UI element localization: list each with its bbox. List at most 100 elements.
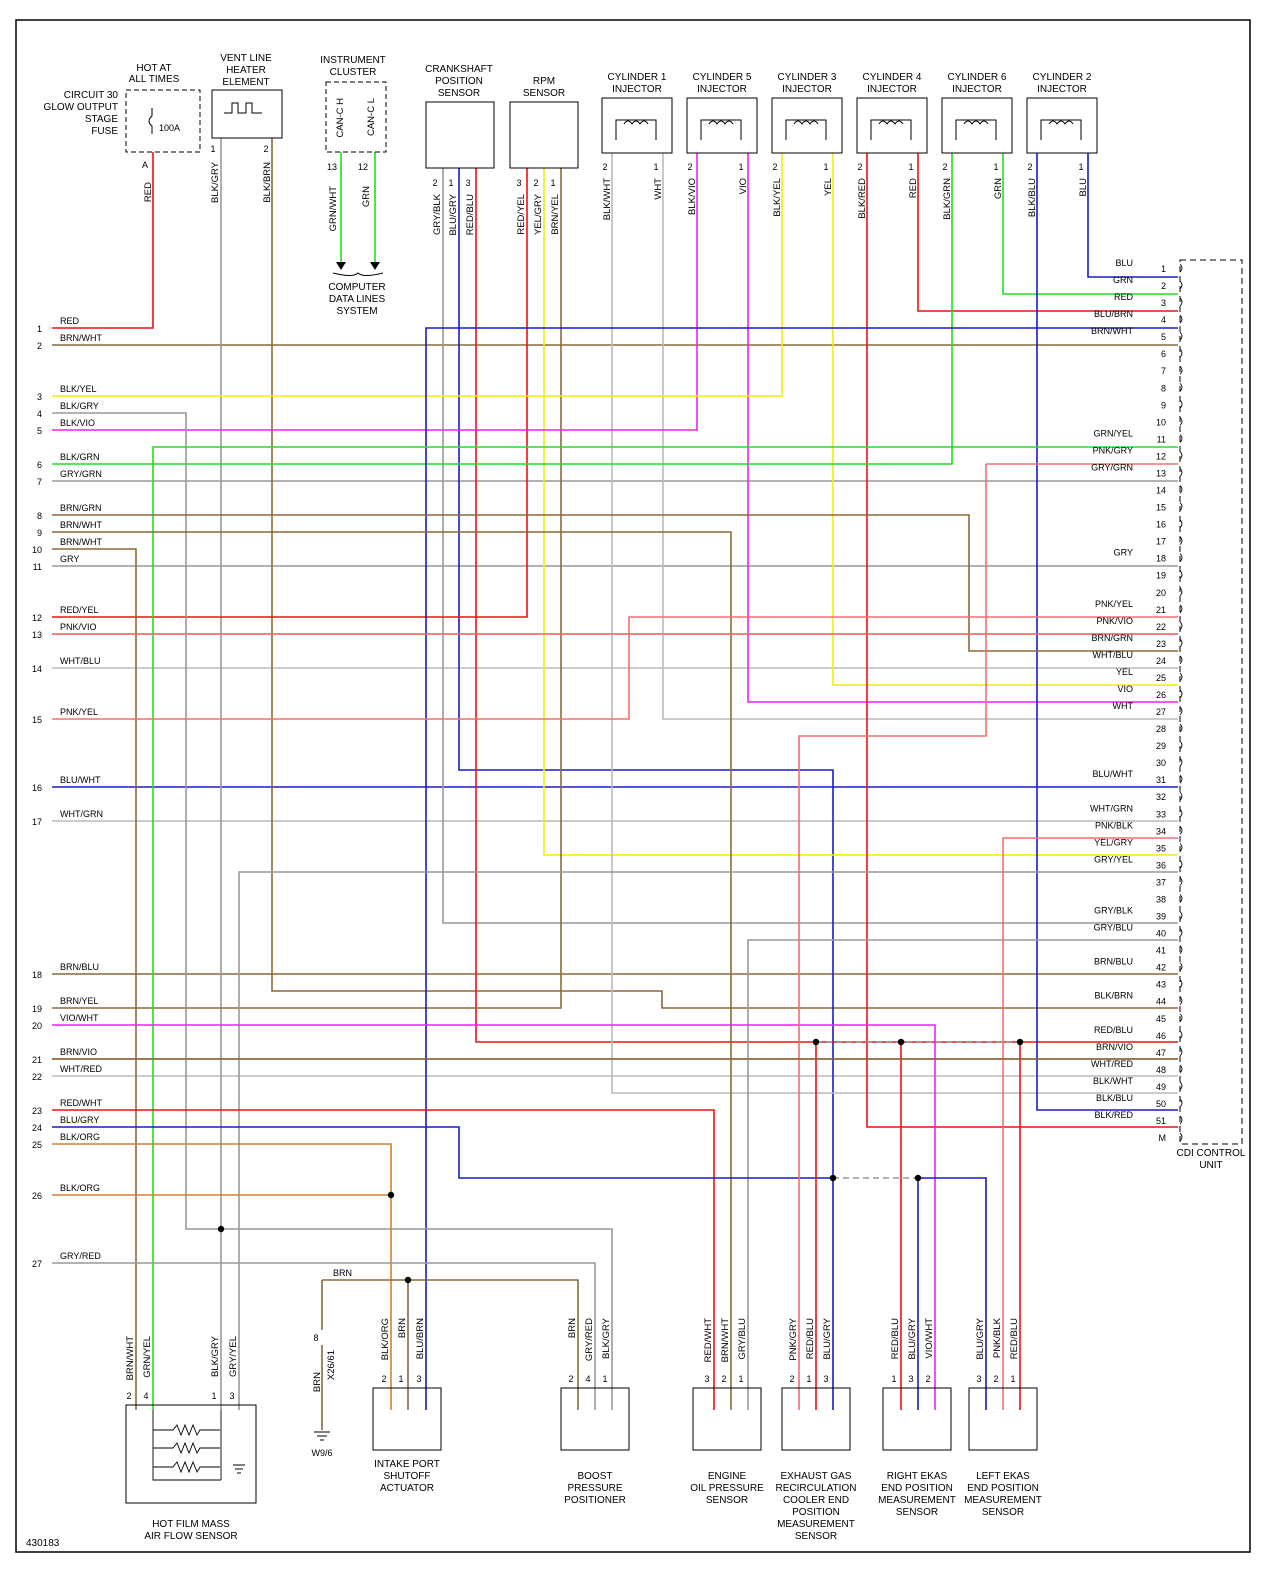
left-pin-number: 2 bbox=[37, 341, 42, 351]
cdi-pin-terminal bbox=[1179, 1132, 1183, 1142]
arrow-icon bbox=[336, 262, 380, 270]
wire-label: BLU bbox=[1078, 178, 1089, 197]
ground-wire-label: BRN bbox=[312, 1372, 323, 1392]
left-wire-label: WHT/RED bbox=[60, 1064, 102, 1074]
cdi-pin-terminal bbox=[1179, 757, 1183, 767]
cdi-pin-number: 47 bbox=[1156, 1048, 1166, 1058]
injector-title: CYLINDER 6 bbox=[948, 72, 1007, 83]
wire-label: RED/BLU bbox=[465, 194, 476, 235]
cdi-wire-label: GRN/YEL bbox=[1093, 428, 1133, 438]
injector-box bbox=[686, 97, 758, 154]
cdi-pin-number: 4 bbox=[1161, 315, 1166, 325]
cdi-pin-terminal bbox=[1179, 1013, 1183, 1023]
intake-actuator-title: SHUTOFF bbox=[383, 1471, 430, 1482]
harness-wire bbox=[918, 1177, 987, 1410]
egr-sensor-wire-label: PNK/GRY bbox=[788, 1317, 799, 1360]
injector-coil bbox=[878, 120, 904, 125]
left-wire-label: BLK/ORG bbox=[60, 1183, 100, 1193]
cluster-pin: 12 bbox=[358, 162, 368, 172]
cdi-pin-number: 10 bbox=[1156, 417, 1166, 427]
cdi-pin-terminal bbox=[1179, 400, 1183, 409]
harness-wire bbox=[152, 446, 1178, 1410]
injector-pin: 2 bbox=[1027, 162, 1032, 172]
fuse-element bbox=[148, 108, 153, 134]
left-wire-label: BRN/GRN bbox=[60, 503, 102, 513]
left-pin-number: 27 bbox=[32, 1259, 42, 1269]
cluster-can-label: CAN-C H bbox=[335, 98, 346, 138]
injector-wire bbox=[611, 153, 1178, 1094]
left-pin-number: 21 bbox=[32, 1055, 42, 1065]
cluster-pin: 13 bbox=[327, 162, 337, 172]
ground-pin: 8 bbox=[313, 1333, 318, 1343]
maf-title: AIR FLOW SENSOR bbox=[144, 1531, 237, 1542]
left-wire-label: BRN/WHT bbox=[60, 520, 102, 530]
injector-title: INJECTOR bbox=[1037, 84, 1087, 95]
right-ekas-sensor-title: RIGHT EKAS bbox=[887, 1471, 948, 1482]
cdi-pin-number: 33 bbox=[1156, 809, 1166, 819]
heater-title: HEATER bbox=[226, 65, 266, 76]
oil-pressure-sensor-wire-label: GRY/BLU bbox=[737, 1318, 748, 1360]
maf-wire-label: GRN/YEL bbox=[142, 1336, 153, 1378]
heater-title: ELEMENT bbox=[222, 77, 269, 88]
right-ekas-sensor-title: MEASUREMENT bbox=[878, 1495, 956, 1506]
cdi-wire-label: YEL bbox=[1116, 667, 1133, 677]
left-pin-number: 25 bbox=[32, 1140, 42, 1150]
harness-wire bbox=[747, 939, 1178, 1410]
cdi-wire-label: WHT/RED bbox=[1091, 1059, 1133, 1069]
cdi-pin-terminal bbox=[1179, 928, 1183, 937]
cdi-pin-terminal bbox=[1179, 382, 1183, 392]
boost-positioner-pin: 2 bbox=[568, 1374, 573, 1384]
fuse-pin: A bbox=[142, 160, 148, 170]
heater-title: VENT LINE bbox=[220, 53, 272, 64]
injector-coil-frame bbox=[870, 119, 912, 140]
left-wire-label: GRY/GRN bbox=[60, 469, 102, 479]
cdi-pin-terminal bbox=[1179, 570, 1183, 580]
cluster-wire-label: GRN bbox=[361, 186, 372, 207]
crank-wire bbox=[475, 168, 1178, 1043]
crank-title: CRANKSHAFT bbox=[425, 64, 493, 75]
cdi-pin-terminal bbox=[1179, 263, 1183, 273]
heater-element bbox=[211, 89, 283, 139]
right-ekas-sensor-wire-label: RED/BLU bbox=[890, 1318, 901, 1359]
cdi-pin-number: 42 bbox=[1156, 963, 1166, 973]
cdi-pin-number: 15 bbox=[1156, 503, 1166, 513]
injector-wire bbox=[662, 153, 1178, 720]
diagram-id: 430183 bbox=[26, 1538, 60, 1549]
cdi-wire-label: GRY/BLK bbox=[1094, 906, 1133, 916]
injector-box bbox=[771, 97, 843, 154]
left-pin-number: 11 bbox=[33, 562, 42, 572]
left-ekas-sensor-wire-label: PNK/BLK bbox=[992, 1317, 1003, 1358]
fuse-title: CIRCUIT 30 bbox=[64, 90, 119, 101]
left-wire-label: BRN/VIO bbox=[60, 1047, 97, 1057]
left-ekas-sensor-title: LEFT EKAS bbox=[976, 1471, 1030, 1482]
cdi-wire-label: RED bbox=[1114, 292, 1134, 302]
fuse-title: FUSE bbox=[91, 126, 118, 137]
left-pin-number: 22 bbox=[32, 1072, 42, 1082]
harness-wire bbox=[52, 514, 1178, 652]
intake-actuator-title: ACTUATOR bbox=[380, 1483, 434, 1494]
maf-wire-label: BLK/GRY bbox=[210, 1335, 221, 1377]
wire-label: GRY/BLK bbox=[432, 193, 443, 235]
injector-wire bbox=[52, 153, 953, 465]
cdi-pin-terminal bbox=[1179, 1115, 1183, 1125]
splice-dot bbox=[217, 1225, 225, 1233]
intake-actuator bbox=[372, 1387, 442, 1451]
crankshaft-sensor bbox=[425, 101, 495, 169]
wire-label: BLK/GRN bbox=[942, 178, 953, 220]
injector-box bbox=[1026, 97, 1098, 154]
left-pin-number: 10 bbox=[32, 545, 42, 555]
left-ekas-sensor-wire-label: RED/BLU bbox=[1009, 1318, 1020, 1359]
injector-pin: 1 bbox=[993, 162, 998, 172]
cdi-pin-terminal bbox=[1179, 911, 1183, 920]
cdi-pin-terminal bbox=[1179, 723, 1183, 733]
left-wire-label: GRY/RED bbox=[60, 1251, 101, 1261]
splice-dot bbox=[404, 1276, 412, 1284]
cdi-pin-number: 31 bbox=[1156, 775, 1166, 785]
cdi-pin-number: 43 bbox=[1156, 980, 1166, 990]
injector-pin: 1 bbox=[653, 162, 658, 172]
cdi-pin-number: 16 bbox=[1156, 520, 1166, 530]
left-pin-number: 4 bbox=[37, 409, 42, 419]
left-pin-number: 18 bbox=[32, 970, 42, 980]
cdi-pin-number: 36 bbox=[1156, 860, 1166, 870]
right-ekas-sensor-wire-label: BLU/GRY bbox=[907, 1317, 918, 1359]
